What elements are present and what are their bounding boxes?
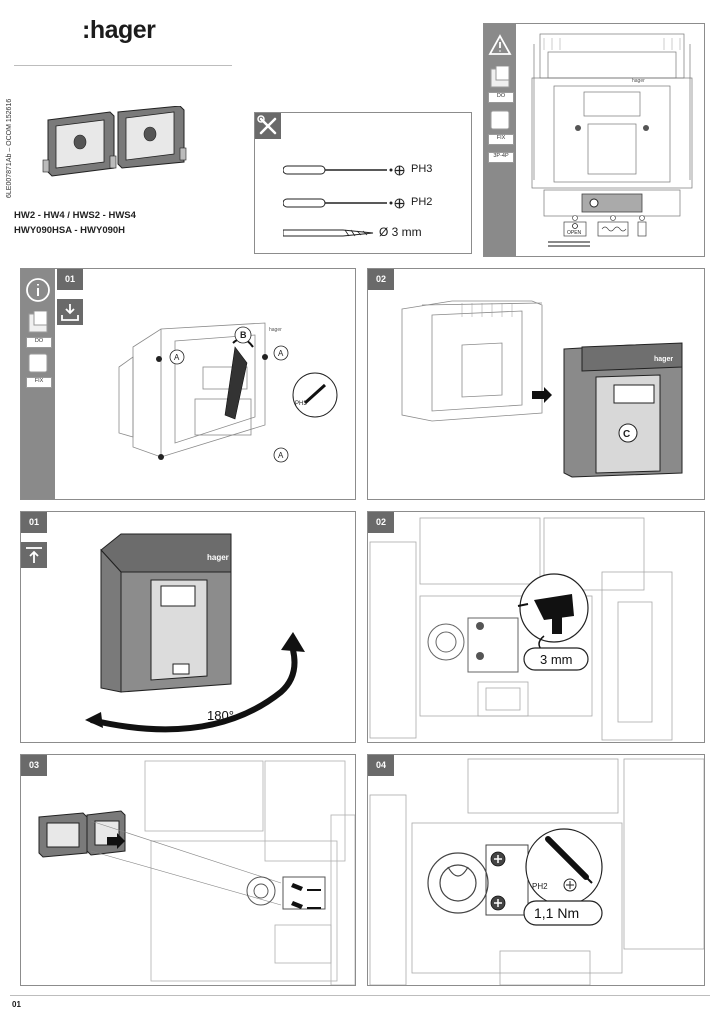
step-number: 01 bbox=[57, 269, 84, 290]
warning-panel: DO FIX 3P-4P hager bbox=[483, 23, 705, 257]
header-divider bbox=[14, 65, 232, 66]
breaker-rotate-drawing: hager 180° bbox=[85, 533, 305, 733]
model-line-1: HW2 - HW4 / HWS2 - HWS4 bbox=[14, 210, 136, 221]
step-panel-top-02: 02 hager C bbox=[367, 268, 705, 500]
frame-installation-drawing bbox=[38, 760, 355, 985]
remove-icon-box bbox=[57, 299, 83, 325]
step-panel-bottom-04: 04 PH2 1,1 Nm bbox=[367, 754, 705, 986]
phillips-plus-icon bbox=[394, 198, 405, 209]
callout-ph3: PH3 bbox=[295, 401, 307, 407]
mount-on-base-icon bbox=[26, 547, 42, 563]
letter-b: B bbox=[240, 330, 247, 340]
phillips-plus-icon bbox=[394, 165, 405, 176]
document-reference: 6LE007871Ab – OCOM 152616 bbox=[6, 98, 13, 198]
footer-divider bbox=[10, 995, 710, 996]
product-frames-image bbox=[42, 106, 187, 177]
tool-label-ph3: PH3 bbox=[411, 163, 433, 175]
info-icon bbox=[26, 278, 50, 302]
step-panel-middle-02: 02 3 mm bbox=[367, 511, 705, 743]
step-number: 02 bbox=[368, 269, 395, 290]
tag-do: DO bbox=[26, 337, 52, 348]
rotation-angle-label: 180° bbox=[207, 708, 234, 723]
breaker-brand-mark: hager bbox=[654, 356, 673, 363]
letter-c: C bbox=[623, 429, 630, 440]
open-label: OPEN bbox=[567, 230, 582, 236]
mount-icon-box bbox=[21, 542, 47, 568]
tool-label-drill: Ø 3 mm bbox=[379, 225, 422, 239]
step-number: 04 bbox=[368, 755, 395, 776]
step-panel-top-01: DO FIX 01 A A A B hager bbox=[20, 268, 356, 500]
step-number: 01 bbox=[21, 512, 48, 533]
drill-bit-icon bbox=[283, 229, 374, 237]
tag-poles: 3P-4P bbox=[488, 152, 514, 163]
breaker-front-drawing: hager OPEN bbox=[531, 33, 693, 247]
letter-a: A bbox=[278, 349, 284, 358]
letter-a: A bbox=[174, 353, 180, 362]
breaker-fix-icon bbox=[490, 110, 510, 130]
step-brand-mark: hager bbox=[269, 327, 282, 333]
breaker-do-icon bbox=[490, 66, 510, 88]
tools-header-box bbox=[255, 113, 281, 139]
step-number: 03 bbox=[21, 755, 48, 776]
model-list: HW2 - HW4 / HWS2 - HWS4 HWY090HSA - HWY0… bbox=[14, 208, 136, 238]
step-number: 02 bbox=[368, 512, 395, 533]
drilling-detail-drawing: 3 mm bbox=[369, 517, 673, 741]
tool-label-ph2: PH2 bbox=[411, 196, 433, 208]
tag-fix: FIX bbox=[26, 377, 52, 388]
model-line-2: HWY090HSA - HWY090H bbox=[14, 225, 126, 236]
screwdriver-icon bbox=[283, 165, 393, 175]
breaker-cover-removal-drawing: A A A B hager PH3 bbox=[118, 322, 338, 463]
screwdriver-icon bbox=[283, 198, 393, 208]
step-panel-middle-01: 01 hager 180° bbox=[20, 511, 356, 743]
step-panel-bottom-03: 03 bbox=[20, 754, 356, 986]
breaker-brand-mark: hager bbox=[207, 553, 229, 562]
screw-tightening-drawing: PH2 1,1 Nm bbox=[369, 758, 704, 985]
letter-a: A bbox=[278, 451, 284, 460]
torque-label: 1,1 Nm bbox=[534, 905, 579, 921]
drill-size-label: 3 mm bbox=[540, 652, 573, 667]
warning-triangle-icon bbox=[488, 34, 512, 55]
breaker-fix-icon bbox=[28, 353, 48, 373]
breaker-do-icon bbox=[28, 311, 48, 333]
warning-brand-mark: hager bbox=[632, 78, 645, 84]
wrench-screwdriver-icon bbox=[257, 115, 277, 135]
brand-logo: :hager bbox=[82, 16, 156, 44]
page-number: 01 bbox=[12, 1000, 21, 1009]
driver-label: PH2 bbox=[532, 882, 548, 891]
remove-from-base-icon bbox=[61, 304, 79, 321]
tag-fix: FIX bbox=[488, 134, 514, 145]
breaker-separation-drawing: hager C bbox=[401, 300, 683, 478]
tag-do: DO bbox=[488, 92, 514, 103]
tools-panel: PH3 PH2 Ø 3 mm bbox=[254, 112, 472, 254]
